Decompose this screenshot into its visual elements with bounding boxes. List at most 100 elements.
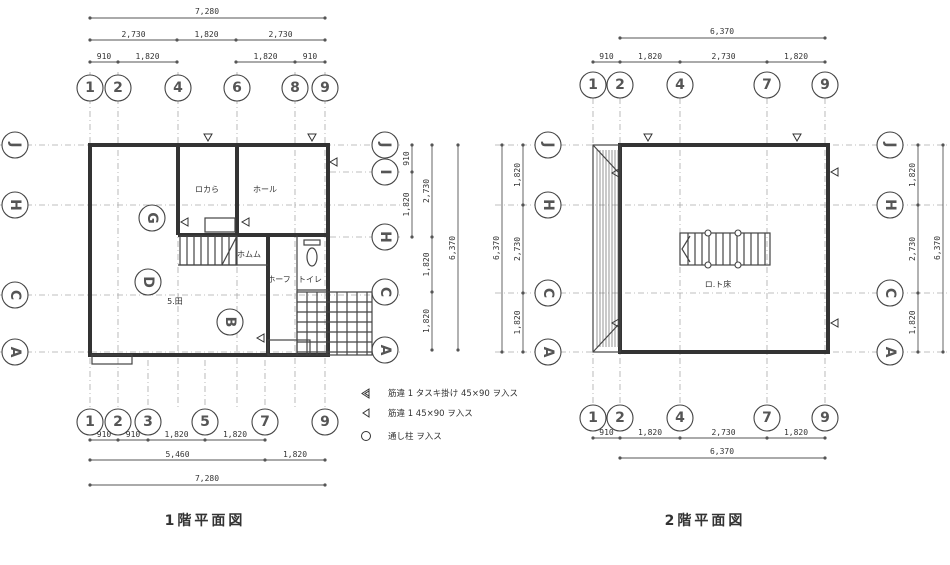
grid-axis-label: H bbox=[7, 199, 23, 211]
dimension-label: 6,370 bbox=[933, 236, 942, 260]
grid-circle bbox=[311, 74, 339, 102]
dimension-label: 1,820 bbox=[908, 310, 917, 334]
dimension-tick bbox=[234, 60, 238, 64]
dimension-tick bbox=[323, 38, 327, 42]
grid-axis-bubble: H bbox=[876, 191, 904, 219]
grid-axis-label: A bbox=[7, 347, 23, 358]
dimension-tick bbox=[175, 38, 179, 42]
grid-axis-bubble: 1 bbox=[76, 408, 104, 436]
dimension-label: 6,370 bbox=[710, 27, 734, 36]
grid-circle bbox=[1, 131, 29, 159]
dimension-tick bbox=[293, 60, 297, 64]
grid-circle bbox=[534, 191, 562, 219]
grid-axis-bubble: 2 bbox=[104, 408, 132, 436]
brace-triangle-icon bbox=[610, 168, 620, 178]
dimension-label: 1,820 bbox=[422, 252, 431, 276]
dimension-label: 910 bbox=[402, 151, 411, 166]
dimension-label: 1,820 bbox=[223, 430, 247, 439]
dimension-label: 2,730 bbox=[711, 52, 735, 61]
grid-axis-bubble: J bbox=[371, 131, 399, 159]
room-label: トイレ bbox=[298, 275, 322, 284]
dimension-tick bbox=[410, 235, 414, 239]
grid-axis-label: 7 bbox=[260, 414, 270, 430]
dimension-tick bbox=[678, 60, 682, 64]
grid-axis-label: H bbox=[377, 231, 393, 243]
dimension-tick bbox=[263, 458, 267, 462]
dimension-tick bbox=[323, 458, 327, 462]
dimension-tick bbox=[430, 348, 434, 352]
grid-axis-label: J bbox=[882, 141, 898, 147]
grid-axis-bubble: 4 bbox=[164, 74, 192, 102]
dimension-tick bbox=[88, 60, 92, 64]
brace-triangle-icon bbox=[307, 133, 317, 143]
room-label: 5.田 bbox=[167, 297, 183, 306]
roof-outline bbox=[592, 144, 621, 353]
dimension-label: 910 bbox=[97, 430, 112, 439]
grid-axis-label: C bbox=[540, 288, 556, 298]
dimension-label: 7,280 bbox=[195, 474, 219, 483]
grid-circle bbox=[134, 268, 162, 296]
dimension-tick bbox=[521, 203, 525, 207]
grid-circle bbox=[876, 131, 904, 159]
column-marker bbox=[734, 261, 742, 269]
dimension-label: 1,820 bbox=[422, 309, 431, 333]
grid-circle bbox=[606, 404, 634, 432]
dimension-label: 1,820 bbox=[513, 163, 522, 187]
grid-circle bbox=[753, 404, 781, 432]
dimension-tick bbox=[941, 350, 945, 354]
grid-axis-label: 1 bbox=[85, 80, 95, 96]
grid-axis-bubble: C bbox=[1, 281, 29, 309]
grid-axis-bubble: 1 bbox=[579, 404, 607, 432]
dimension-tick bbox=[521, 143, 525, 147]
grid-axis-bubble: 7 bbox=[753, 404, 781, 432]
grid-axis-bubble: H bbox=[534, 191, 562, 219]
hip-line bbox=[592, 144, 619, 173]
grid-axis-label: I bbox=[377, 169, 393, 174]
brace-triangle-icon bbox=[792, 133, 802, 143]
grid-circle bbox=[534, 279, 562, 307]
grid-axis-bubble: A bbox=[371, 336, 399, 364]
dimension-tick bbox=[500, 350, 504, 354]
dimension-label: 1,820 bbox=[402, 192, 411, 216]
dimension-tick bbox=[88, 458, 92, 462]
grid-axis-label: 7 bbox=[762, 410, 772, 426]
dimension-tick bbox=[88, 438, 92, 442]
dimension-label: 2,730 bbox=[121, 30, 145, 39]
grid-circle bbox=[371, 223, 399, 251]
dimension-label: 910 bbox=[126, 430, 141, 439]
dimension-tick bbox=[618, 36, 622, 40]
brace-triangle-icon bbox=[829, 167, 839, 177]
grid-axis-label: 5 bbox=[200, 414, 210, 430]
toilet-tank bbox=[303, 239, 321, 246]
grid-axis-bubble: 2 bbox=[104, 74, 132, 102]
grid-axis-bubble: 2 bbox=[606, 404, 634, 432]
dimension-tick bbox=[146, 438, 150, 442]
dimension-tick bbox=[618, 456, 622, 460]
grid-axis-label: 1 bbox=[588, 410, 598, 426]
grid-axis-label: 8 bbox=[290, 80, 300, 96]
dimension-tick bbox=[916, 143, 920, 147]
triangle-icon bbox=[362, 408, 370, 418]
grid-axis-bubble: I bbox=[371, 158, 399, 186]
grid-circle bbox=[281, 74, 309, 102]
grid-axis-bubble: H bbox=[371, 223, 399, 251]
dimension-label: 2,730 bbox=[908, 237, 917, 261]
grid-circle bbox=[606, 71, 634, 99]
entrance-step bbox=[91, 354, 133, 365]
dimension-tick bbox=[430, 143, 434, 147]
dimension-tick bbox=[323, 483, 327, 487]
tile-outline bbox=[296, 291, 373, 356]
grid-axis-bubble: 1 bbox=[76, 74, 104, 102]
dimension-label: 1,820 bbox=[135, 52, 159, 61]
grid-axis-label: G bbox=[144, 212, 160, 224]
room-label: ロ.ト床 bbox=[705, 279, 732, 289]
brace-triangle-icon bbox=[610, 318, 620, 328]
dimension-label: 1,820 bbox=[194, 30, 218, 39]
grid-axis-bubble: 4 bbox=[666, 404, 694, 432]
grid-circle bbox=[811, 71, 839, 99]
grid-axis-label: A bbox=[540, 347, 556, 358]
dimension-tick bbox=[916, 350, 920, 354]
dimension-tick bbox=[916, 291, 920, 295]
stair-outline bbox=[679, 232, 771, 266]
floor2-title: 2階平面図 bbox=[665, 512, 746, 529]
